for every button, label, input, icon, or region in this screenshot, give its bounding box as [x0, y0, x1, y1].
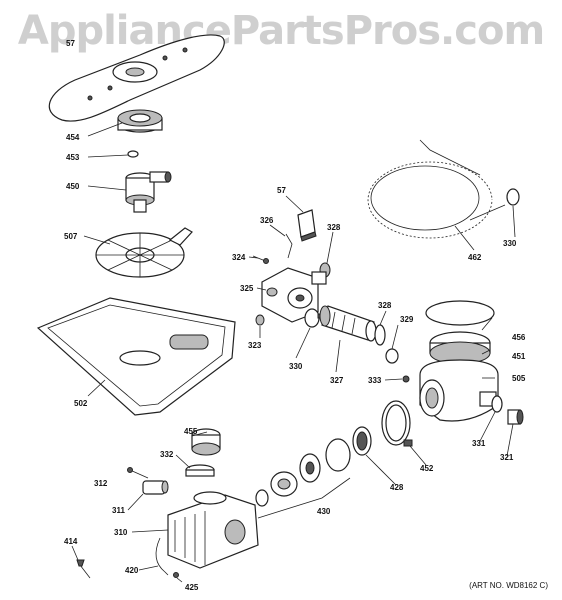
callout-462: 462: [468, 253, 482, 262]
callout-324: 324: [232, 253, 246, 262]
sump-ring: [425, 300, 495, 326]
ground-wire: [155, 537, 169, 576]
callout-331: 331: [472, 439, 486, 448]
callout-425: 425: [185, 583, 199, 592]
callout-labels: 57 454 453 450 507 502 57 326 328 324 32…: [64, 39, 526, 592]
callout-454: 454: [66, 133, 80, 142]
callout-325: 325: [240, 284, 254, 293]
screw: [252, 255, 269, 264]
callout-312: 312: [94, 479, 108, 488]
callout-414: 414: [64, 537, 78, 546]
sump-housing: [419, 359, 499, 422]
callout-329: 329: [400, 315, 414, 324]
callout-327: 327: [330, 376, 344, 385]
motor-clamp: [185, 464, 215, 477]
callout-333: 333: [368, 376, 382, 385]
callout-57b: 57: [277, 186, 286, 195]
bracket: [297, 209, 317, 242]
fine-filter: [191, 428, 221, 456]
callout-310: 310: [114, 528, 128, 537]
callout-450: 450: [66, 182, 80, 191]
spray-arm: [48, 34, 225, 122]
screw: [173, 572, 179, 578]
leader-lines: [71, 122, 516, 583]
sump-clamp: [381, 400, 413, 447]
spray-arm-hub: [117, 109, 163, 133]
seal-ring: [352, 426, 372, 456]
seal: [374, 324, 386, 346]
callout-311: 311: [112, 506, 125, 515]
screw: [402, 375, 410, 383]
callout-451: 451: [512, 352, 526, 361]
drain-pump: [261, 267, 327, 323]
callout-505: 505: [512, 374, 526, 383]
callout-430: 430: [317, 507, 331, 516]
callout-332: 332: [160, 450, 174, 459]
capacitor: [142, 480, 169, 495]
filter-disc: [95, 227, 193, 278]
callout-428: 428: [390, 483, 404, 492]
callout-328b: 328: [378, 301, 392, 310]
callout-330a: 330: [289, 362, 303, 371]
callout-507: 507: [64, 232, 78, 241]
callout-321: 321: [500, 453, 514, 462]
spray-arm-manifold: [125, 171, 172, 213]
wire-clip: [285, 233, 293, 259]
callout-420: 420: [125, 566, 139, 575]
impeller-assembly: [255, 438, 351, 519]
grommet: [255, 314, 265, 326]
callout-326: 326: [260, 216, 274, 225]
callout-323: 323: [248, 341, 262, 350]
hose-clamp: [506, 188, 520, 206]
gasket: [385, 348, 399, 364]
screw: [127, 467, 149, 479]
watermark: AppliancePartsPros.com: [17, 8, 545, 54]
callout-502: 502: [74, 399, 88, 408]
callout-456: 456: [512, 333, 526, 342]
callout-328a: 328: [327, 223, 341, 232]
coiled-hose: [367, 139, 506, 239]
art-number: (ART NO. WD8162 C): [469, 581, 548, 590]
clamp: [491, 395, 503, 413]
callout-455: 455: [184, 427, 198, 436]
screw: [76, 559, 91, 579]
sump-pan: [36, 297, 236, 416]
callout-57a: 57: [66, 39, 75, 48]
callout-453: 453: [66, 153, 80, 162]
callout-452: 452: [420, 464, 434, 473]
pump-motor: [167, 491, 259, 569]
callout-330b: 330: [503, 239, 517, 248]
o-ring: [127, 150, 139, 158]
drain-hose: [319, 305, 377, 342]
check-valve: [507, 409, 524, 425]
sump-cover: [429, 331, 491, 365]
